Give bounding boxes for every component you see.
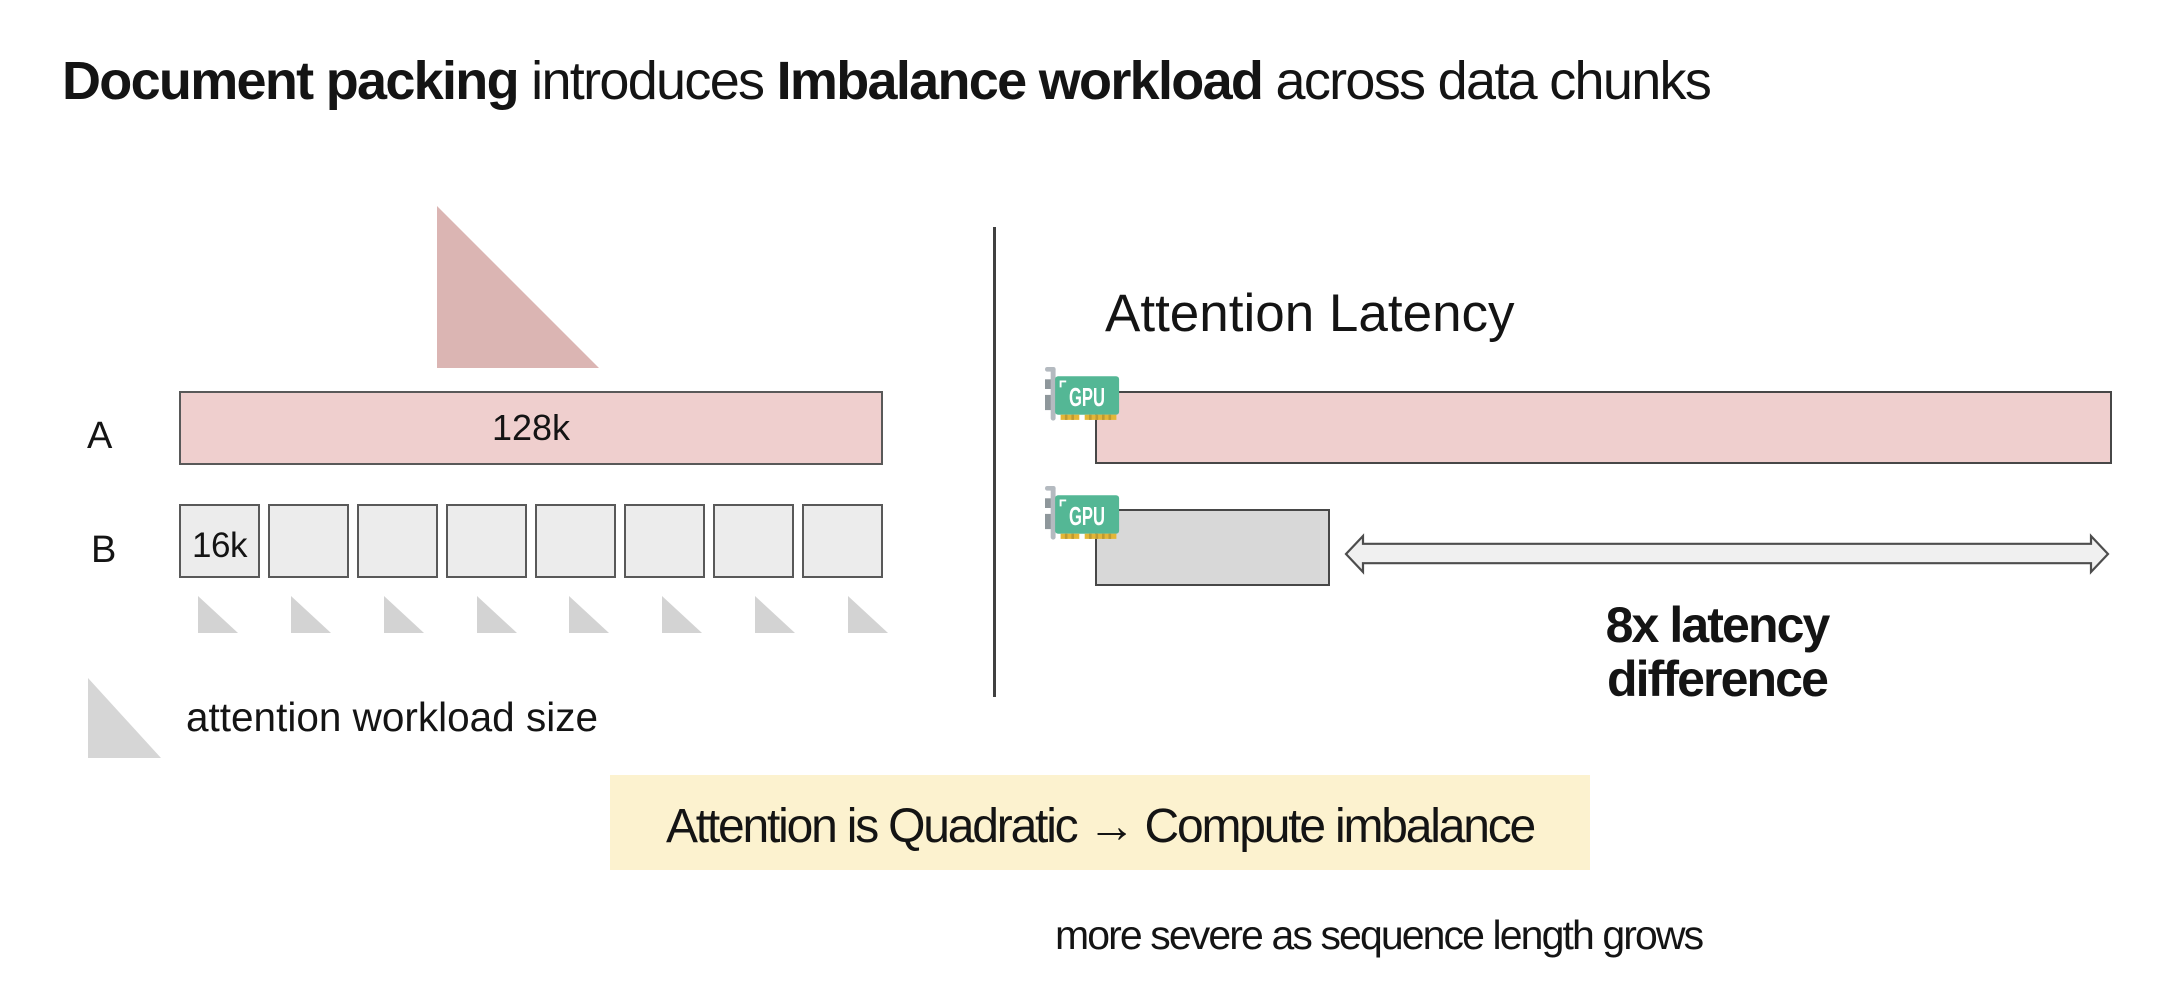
svg-text:GPU: GPU	[1069, 382, 1105, 412]
